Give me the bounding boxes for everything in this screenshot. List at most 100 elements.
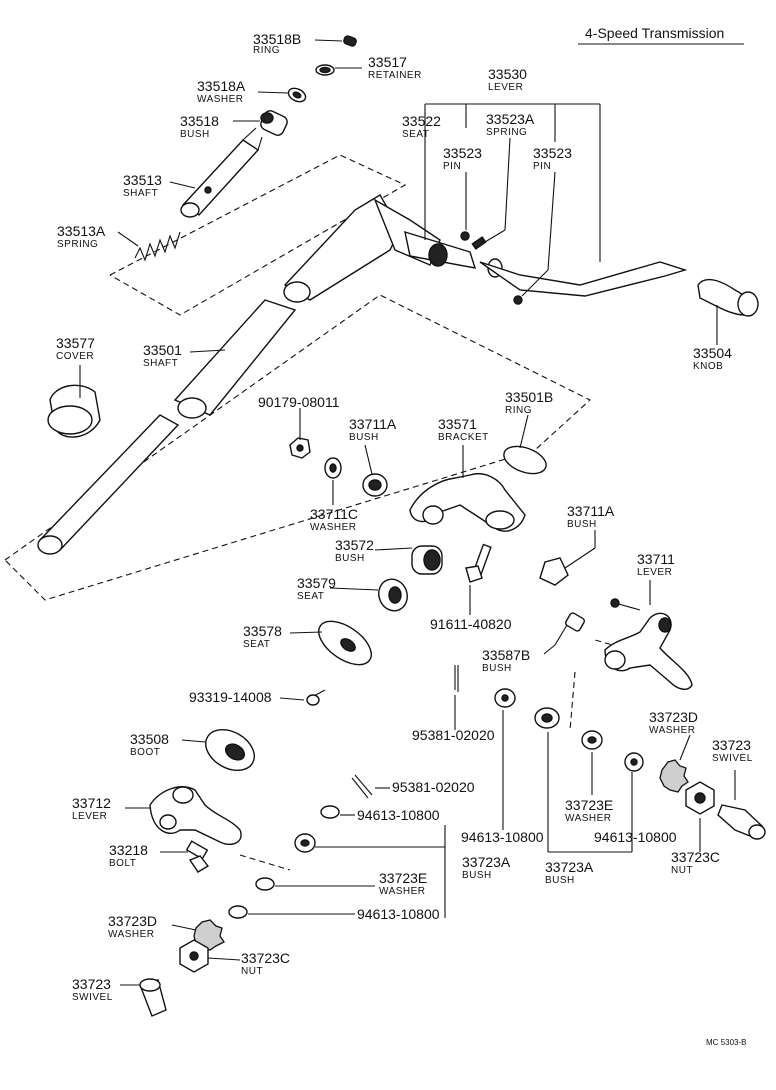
knob-33504-drawing — [697, 278, 759, 317]
nut-33723c-lower-drawing — [179, 939, 209, 973]
label-33723e-right-number: 33723E — [565, 797, 613, 813]
cover-33577-drawing — [47, 384, 101, 438]
label-33513-number: 33513 — [123, 172, 162, 188]
pin-95381-lower-drawing — [351, 774, 373, 799]
seat-33578-drawing — [318, 620, 372, 666]
label-33513a-number: 33513A — [57, 223, 106, 239]
seat-33579-drawing — [378, 578, 408, 612]
swivel-33723-right-drawing — [717, 804, 766, 840]
bush-33587b-drawing — [564, 612, 586, 632]
label-33522-name: SEAT — [402, 129, 429, 140]
spring-33513a-drawing — [134, 231, 181, 262]
label-33523-right-name: PIN — [533, 161, 551, 172]
label-33711a-upper-name: BUSH — [349, 432, 379, 443]
bracket-33571-drawing — [409, 473, 526, 532]
label-33723a-right-name: BUSH — [545, 875, 575, 886]
lever-link-dash — [594, 639, 631, 651]
label-33523-left-number: 33523 — [443, 145, 482, 161]
label-33501-number: 33501 — [143, 342, 182, 358]
label-33518a-name: WASHER — [197, 94, 244, 105]
label-33723c-right-number: 33723C — [671, 849, 720, 865]
label-33712-name: LEVER — [72, 811, 107, 822]
label-91611-number: 91611-40820 — [430, 616, 512, 632]
label-33517-number: 33517 — [368, 54, 407, 70]
label-33577-name: COVER — [56, 351, 94, 362]
label-33504-number: 33504 — [693, 345, 732, 361]
washer-33723d-lower-drawing — [193, 919, 225, 951]
label-33723c-lower-number: 33723C — [241, 950, 290, 966]
label-94613-a-number: 94613-10800 — [357, 807, 440, 823]
ring-33518b-drawing — [343, 35, 357, 47]
label-93319-number: 93319-14008 — [189, 689, 272, 705]
label-33723-lower-number: 33723 — [72, 976, 111, 992]
label-33723e-right-name: WASHER — [565, 813, 612, 824]
label-33723a-right-number: 33723A — [545, 859, 594, 875]
bush-link-dash — [569, 671, 576, 731]
washer-33711c-drawing — [324, 457, 342, 479]
label-33711c-name: WASHER — [310, 522, 357, 533]
bush-33723a-lower-drawing — [294, 833, 316, 853]
label-33518-number: 33518 — [180, 113, 219, 129]
washer-33723e-right-drawing — [581, 730, 603, 750]
label-33572-number: 33572 — [335, 537, 374, 553]
label-33523a-number: 33523A — [486, 111, 535, 127]
label-33723a-left-number: 33723A — [462, 854, 511, 870]
label-33579-number: 33579 — [297, 575, 336, 591]
label-94613-c-number: 94613-10800 — [594, 829, 677, 845]
label-33723d-lower-number: 33723D — [108, 913, 157, 929]
leader-lines — [79, 39, 736, 986]
bush-33518-drawing — [260, 110, 288, 136]
washer-33518a-drawing — [287, 87, 307, 103]
label-33501b-number: 33501B — [505, 389, 553, 405]
figure-reference: MC 5303-B — [706, 1038, 746, 1047]
label-33723a-left-name: BUSH — [462, 870, 492, 881]
label-33711c-number: 33711C — [310, 506, 358, 522]
label-33723e-lower-name: WASHER — [379, 886, 426, 897]
label-33518a-number: 33518A — [197, 78, 246, 94]
lever-33711-drawing — [604, 598, 693, 690]
label-33587b-name: BUSH — [482, 663, 512, 674]
label-95381-upper-number: 95381-02020 — [412, 727, 495, 743]
label-33518-name: BUSH — [180, 129, 210, 140]
label-90179-number: 90179-08011 — [258, 394, 340, 410]
label-33712-number: 33712 — [72, 795, 111, 811]
label-33523-left-name: PIN — [443, 161, 461, 172]
label-33504-name: KNOB — [693, 361, 723, 372]
bush-33711a-upper-drawing — [362, 473, 388, 497]
label-33518b-number: 33518B — [253, 31, 301, 47]
label-33711a-upper-number: 33711A — [349, 416, 397, 432]
label-33518b-name: RING — [253, 45, 280, 56]
label-94613-d-number: 94613-10800 — [357, 906, 440, 922]
label-33530-name: LEVER — [488, 82, 523, 93]
label-33711a-lower-number: 33711A — [567, 503, 615, 519]
lower-assembly-outline — [4, 294, 591, 601]
label-33711-number: 33711 — [637, 551, 675, 567]
label-33501b-name: RING — [505, 405, 532, 416]
boot-33508-drawing — [205, 729, 255, 771]
bolt-33218-drawing — [185, 840, 210, 873]
label-94613-b-number: 94613-10800 — [461, 829, 544, 845]
label-33711a-lower-name: BUSH — [567, 519, 597, 530]
label-33571-name: BRACKET — [438, 432, 489, 443]
label-33579-name: SEAT — [297, 591, 324, 602]
label-33723c-lower-name: NUT — [241, 966, 263, 977]
label-33218-name: BOLT — [109, 858, 136, 869]
label-33587b-number: 33587B — [482, 647, 530, 663]
label-33508-number: 33508 — [130, 731, 169, 747]
label-33723e-lower-number: 33723E — [379, 870, 427, 886]
label-33513a-name: SPRING — [57, 239, 98, 250]
lower-lever-link-dash — [239, 854, 291, 871]
shaft-33513-drawing — [180, 127, 263, 218]
bush-33723a-right-drawing — [534, 707, 560, 729]
label-33711-name: LEVER — [637, 567, 672, 578]
lever-33530-drawing — [404, 230, 688, 305]
diagram-title: 4-Speed Transmission — [585, 25, 724, 41]
label-33218-number: 33218 — [109, 842, 148, 858]
pin-95381-upper-drawing — [454, 665, 459, 692]
label-33723d-right-name: WASHER — [649, 725, 696, 736]
label-33723d-right-number: 33723D — [649, 709, 698, 725]
bolt-91611-drawing — [465, 543, 492, 583]
label-33723d-lower-name: WASHER — [108, 929, 155, 940]
